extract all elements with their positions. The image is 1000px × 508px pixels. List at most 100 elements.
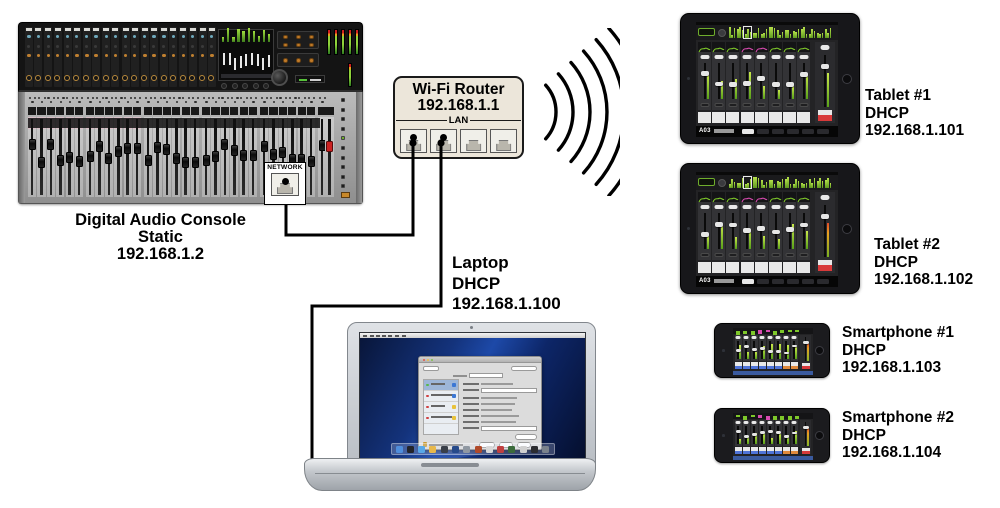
channel-name-tile [698,112,711,123]
fader-zone [698,212,711,250]
led-meter [327,29,332,55]
mac-dock [390,443,555,455]
dock-app-icon [395,445,403,453]
master-fader-cap [326,141,333,152]
cue-button [785,252,795,257]
mixer-channel-strip [758,335,766,361]
fader-cap [28,139,36,151]
fader-zone [712,62,725,100]
network-preferences-window [418,356,542,450]
fader-cap [172,152,180,164]
latch-slot [421,463,479,467]
mixer-channel-strip [726,192,740,260]
smartphone-1 [714,323,830,378]
fader-cap [163,143,171,155]
channel-strip [63,27,72,87]
fader-cap [144,155,152,167]
view-tab [787,128,799,134]
mixer-channel-strip [750,420,758,446]
mixer-channel-strip [726,42,740,110]
view-tab [772,128,784,134]
channel-strip [140,27,149,87]
fader-cap [95,140,103,152]
tablet-1-mixer-screen: A03 [696,22,838,137]
master-name-tile [818,110,832,121]
network-port-label: NETWORK [267,164,303,171]
fader-cap [105,152,113,164]
gain-knob [141,75,148,81]
gain-knob [102,75,109,81]
fader-strip [162,95,172,199]
device-mode: DHCP [874,253,918,271]
smartphone-2-label: Smartphone #2 DHCP 192.168.1.104 [842,409,954,462]
laptop-base [304,458,596,491]
dock-app-icon [531,445,539,453]
channel-on-button [728,54,738,60]
fader-cap [771,229,780,235]
channel-strip [179,27,188,87]
mixer-channel-strip [797,192,811,260]
mixer-channel-strip [766,420,774,446]
encoder-knob [309,42,314,48]
fader-cap [728,81,737,87]
fader-cap [56,154,64,166]
fader-cap [279,146,287,158]
fader-cap [785,82,794,87]
mixer-channel-strip [712,42,726,110]
smartphone-2-mixer-screen [733,413,813,460]
eq-curve-thumbnail [783,192,797,203]
channel-on-button [728,204,738,210]
channel-name-tile [742,447,750,454]
led-meter [348,29,353,55]
gain-knob [199,75,206,81]
channel-on-button [742,54,752,60]
mixer-channel-strip [758,420,766,446]
cue-button [771,252,780,257]
fader-cap [86,150,94,162]
cue-button [700,102,709,107]
channel-name-tile [769,112,782,123]
mixer-channel-strip [754,192,768,260]
led-meter [348,63,353,87]
device-mode: DHCP [865,104,909,122]
channel-on-button [785,204,795,210]
fader-cap [230,144,238,156]
snapshot-label: A03 [699,128,711,134]
console-top-panel [18,22,363,92]
dock-app-icon [485,445,493,453]
encoder-knob [309,34,314,40]
gain-knob [208,75,215,81]
channel-on-button [714,204,724,210]
channel-strip [92,27,101,87]
channel-strip [34,27,43,87]
fader-cap [37,156,45,168]
fader-cap [269,148,277,160]
mixer-channel-strip [790,335,798,361]
fader-zone [797,62,810,100]
fader-zone [726,62,739,100]
smartphone-1-label: Smartphone #1 DHCP 192.168.1.103 [842,324,954,377]
device-ip: 192.168.1.101 [865,122,965,139]
console-button [263,83,269,89]
router-ip: 192.168.1.1 [417,97,500,114]
view-tab [757,278,769,284]
eq-curve-thumbnail [769,42,782,53]
router-lan-ports [400,129,517,153]
console-mode: Static [138,228,183,246]
camera-icon [687,227,690,230]
channel-name-tile [734,362,742,369]
channel-on-button [700,54,709,60]
home-button-icon [815,346,824,355]
channel-name-tile [797,262,811,273]
cue-button [700,252,709,257]
device-name: Smartphone #2 [842,409,954,426]
channel-strip [207,27,216,87]
mixer-channel-strip [774,420,782,446]
mixer-channel-strip [740,42,754,110]
dock-app-icon [418,445,426,453]
fader-cap [221,139,229,151]
fader-zone [769,62,782,100]
console-label: Digital Audio Console Static 192.168.1.2 [38,212,283,263]
gain-knob [73,75,80,81]
led-meter [334,29,339,55]
